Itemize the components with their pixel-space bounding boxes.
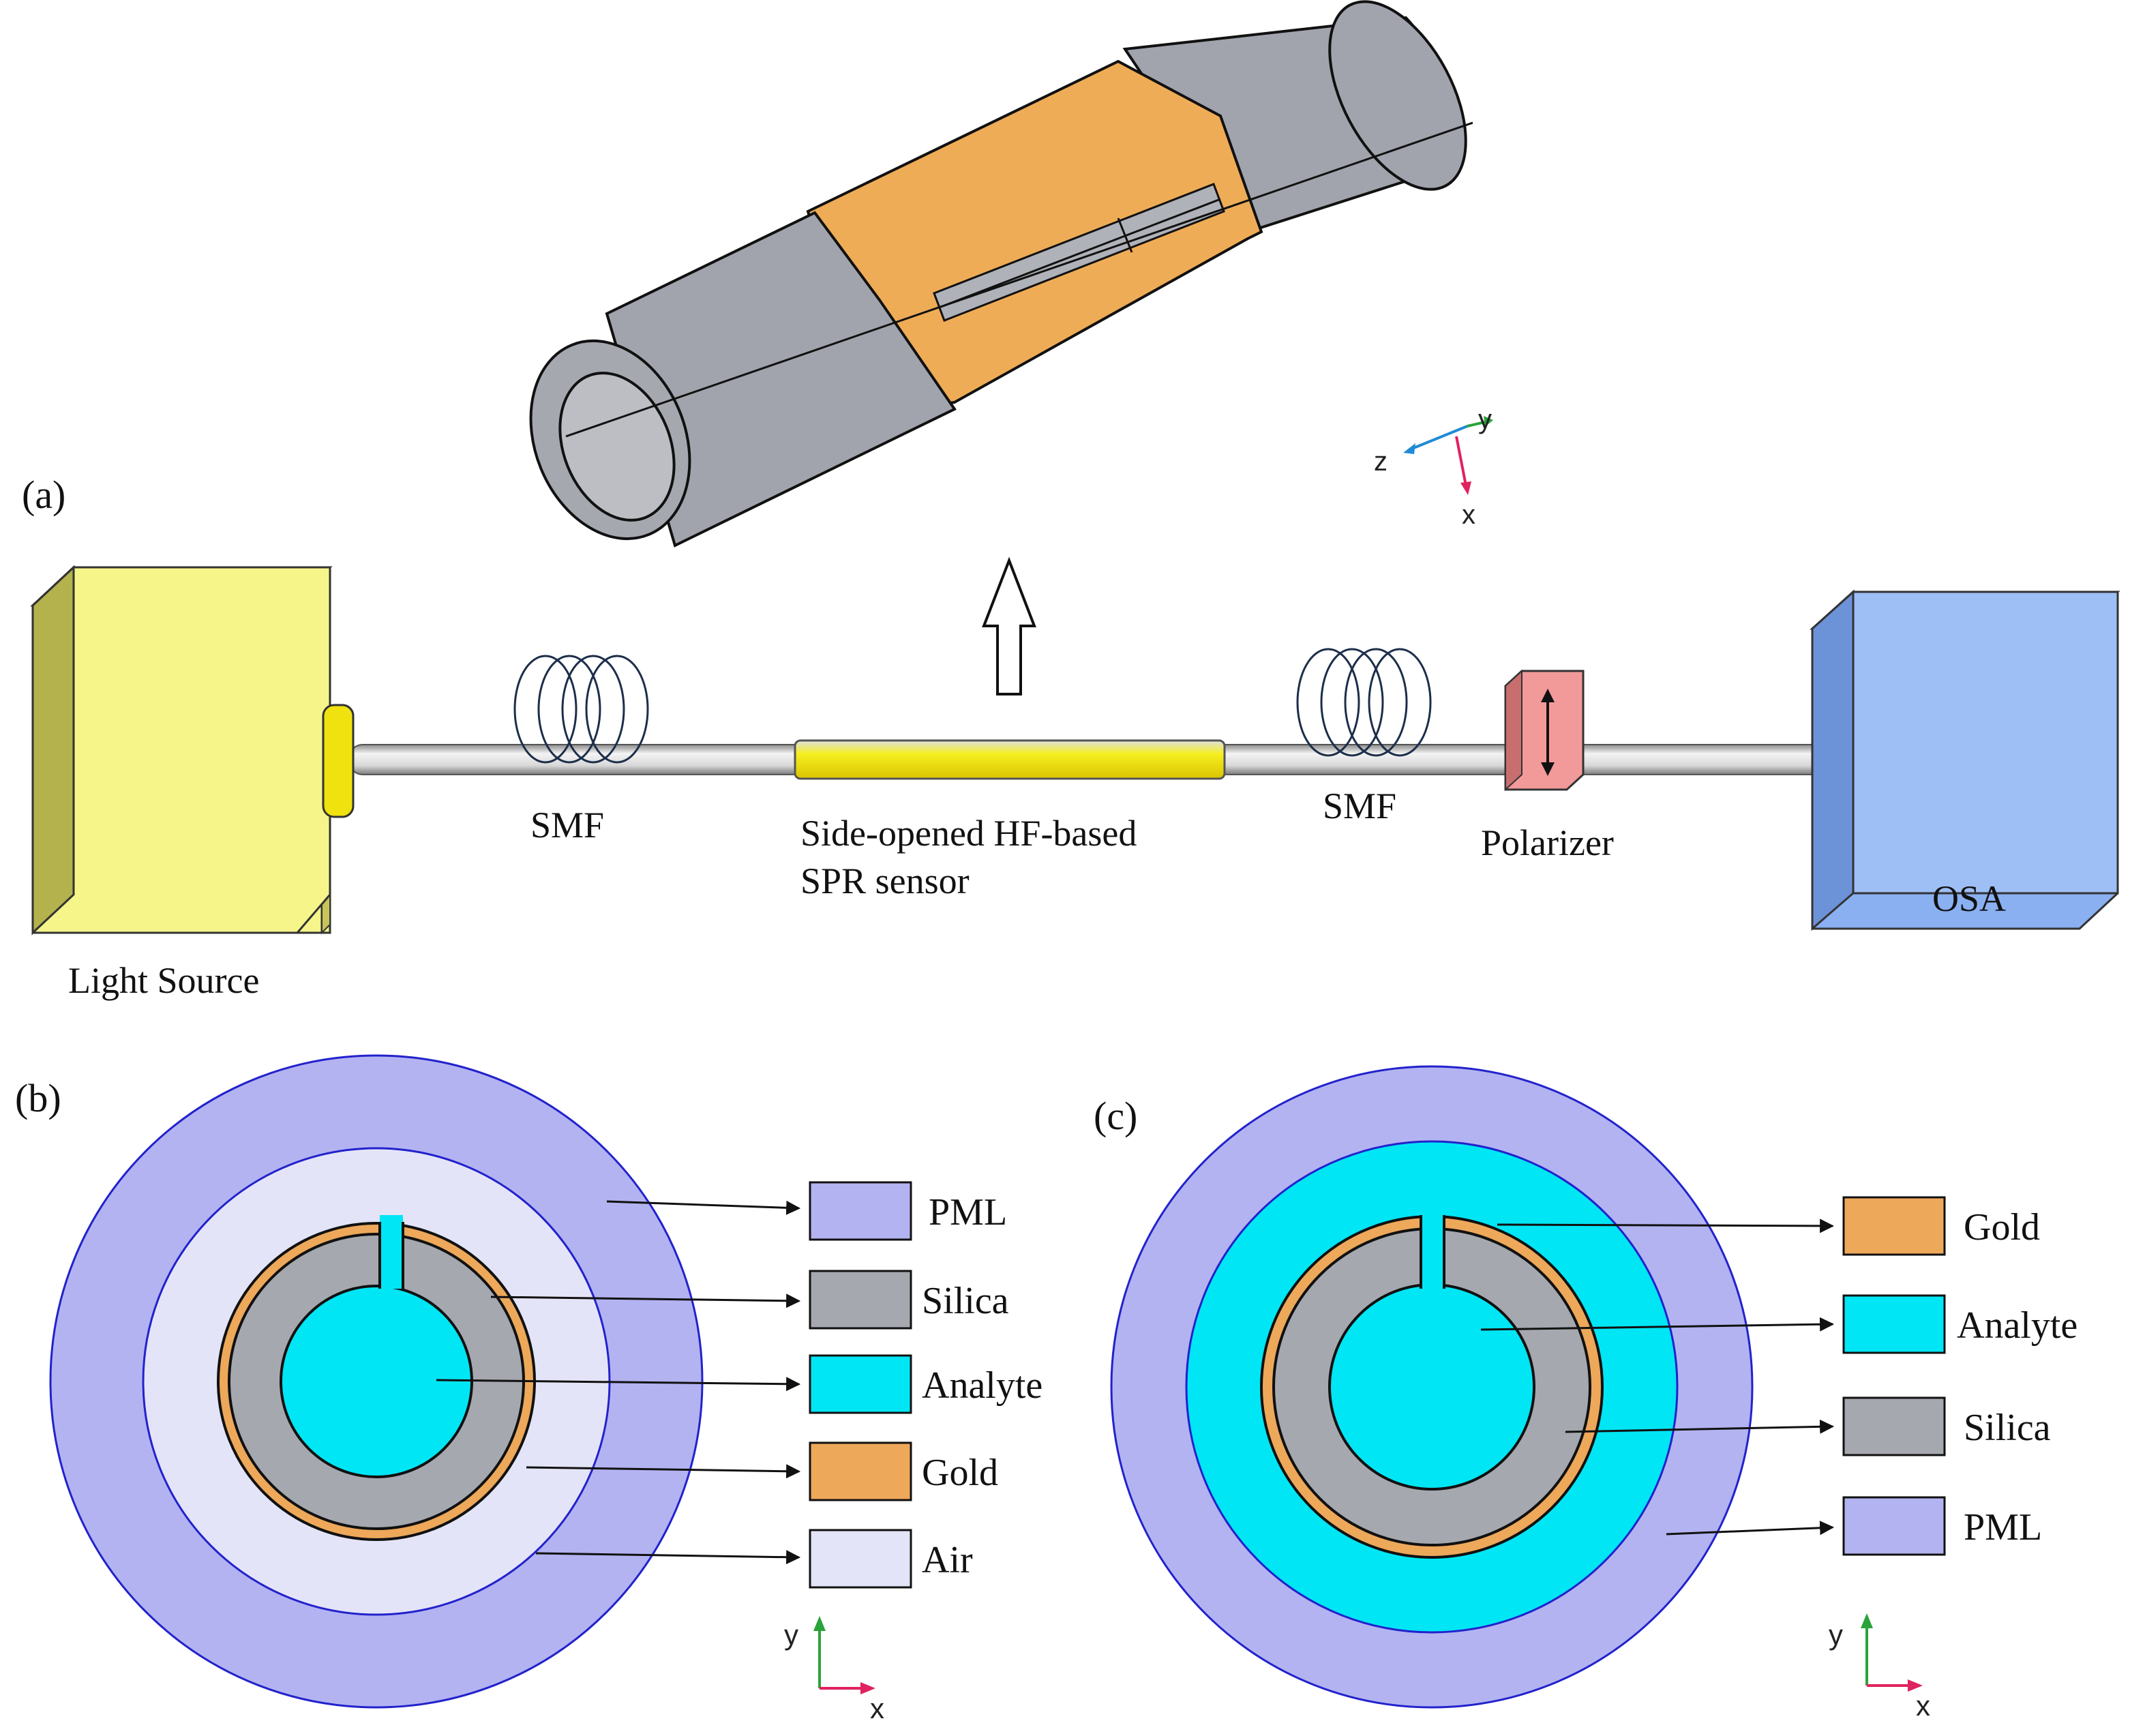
zoom-arrow	[982, 556, 1036, 695]
legend-b-swatch-gold	[809, 1441, 912, 1501]
axis-triad-3d: z y x	[1374, 404, 1493, 530]
light-source-label: Light Source	[68, 960, 259, 1001]
legend-c: Gold Analyte Silica PML	[1480, 1196, 2078, 1556]
legend-b-swatch-pml	[809, 1181, 912, 1241]
legend-b: PML Silica Analyte Gold Air	[436, 1181, 1042, 1589]
axis-label-x: x	[1462, 500, 1475, 530]
legend-b-label-pml: PML	[929, 1191, 1007, 1233]
legend-c-label-pml: PML	[1964, 1506, 2042, 1548]
axis-triad-c: y x	[1829, 1613, 1930, 1722]
legend-c-label-gold: Gold	[1964, 1206, 2040, 1248]
smf-right-label: SMF	[1323, 785, 1396, 826]
cross-section-c	[1110, 1065, 1754, 1709]
axis-b-label-x: x	[870, 1692, 884, 1724]
legend-c-swatch-analyte	[1842, 1294, 1946, 1354]
sensor-label-line2: SPR sensor	[800, 860, 970, 901]
legend-c-swatch-silica	[1842, 1396, 1946, 1456]
axis-label-y: y	[1478, 404, 1492, 434]
legend-b-swatch-silica	[809, 1270, 912, 1330]
axis-label-z: z	[1374, 447, 1388, 477]
panel-c-tag: (c)	[1094, 1094, 1137, 1138]
osa-label: OSA	[1932, 878, 2006, 919]
legend-b-swatch-air	[809, 1529, 912, 1589]
axis-b-label-y: y	[784, 1619, 798, 1651]
panel-a-tag: (a)	[22, 473, 65, 517]
smf-left-label: SMF	[530, 805, 604, 845]
axis-triad-b: y x	[784, 1616, 884, 1724]
polarizer-label: Polarizer	[1481, 822, 1614, 863]
legend-b-label-gold: Gold	[922, 1452, 998, 1494]
legend-c-label-silica: Silica	[1964, 1407, 2051, 1449]
legend-b-label-silica: Silica	[922, 1280, 1009, 1322]
axis-c-label-x: x	[1916, 1690, 1930, 1722]
smf-coil-right	[1296, 648, 1432, 757]
panel-b-tag: (b)	[15, 1076, 61, 1120]
legend-c-label-analyte: Analyte	[1957, 1304, 2078, 1347]
spr-sensor-segment	[794, 739, 1226, 780]
axis-c-label-y: y	[1829, 1619, 1843, 1651]
legend-b-swatch-analyte	[809, 1354, 912, 1414]
polarizer-block	[1504, 669, 1585, 792]
legend-b-label-analyte: Analyte	[922, 1364, 1042, 1407]
fiber-3d-model	[529, 0, 1473, 548]
legend-c-swatch-pml	[1842, 1496, 1946, 1556]
legend-b-label-air: Air	[922, 1539, 973, 1581]
legend-c-swatch-gold	[1842, 1196, 1946, 1256]
sensor-label-line1: Side-opened HF-based	[800, 813, 1137, 854]
smf-coil-left	[513, 655, 649, 764]
osa-box	[1810, 589, 2120, 931]
cross-section-b	[49, 1054, 704, 1709]
